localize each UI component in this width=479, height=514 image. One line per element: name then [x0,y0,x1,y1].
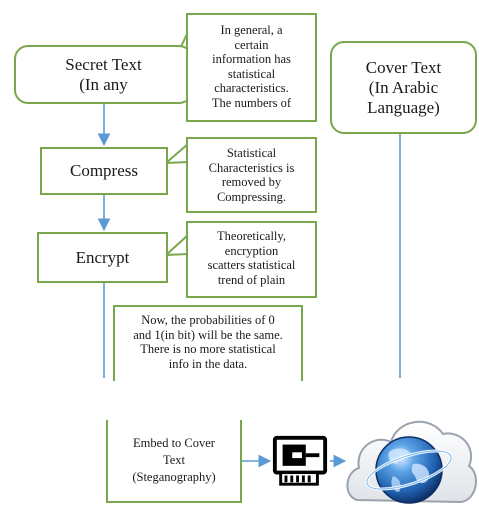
note-encrypt-line-1: Theoretically, [217,229,286,243]
network-card-icon [271,432,329,490]
encrypt-box: Encrypt [37,232,168,283]
note-general-line-4: statistical [227,66,276,81]
note-compress-box: Statistical Characteristics is removed b… [186,137,317,213]
note-probability-line-3: There is no more statistical [140,342,276,356]
note-probability-box: Now, the probabilities of 0 and 1(in bit… [113,305,303,381]
note-compress-line-2: Characteristics is [208,160,295,175]
embed-line-1: Embed to Cover [133,436,215,450]
secret-text-line-1: Secret Text [65,54,142,74]
note-general-line-5: characteristics. [214,81,289,95]
note-encrypt-box: Theoretically, encryption scatters stati… [186,221,317,298]
compress-label: Compress [70,161,138,180]
note-probability-line-1: Now, the probabilities of 0 [141,313,275,327]
embed-line-2: Text [162,453,186,467]
note-compress-line-4: Compressing. [216,189,287,204]
note-general-box: In general, a certain information has st… [186,13,317,122]
note-probability-line-2: and 1(in bit) will be the same. [133,327,283,342]
note-general-line-2: certain [234,37,269,52]
cover-text-line-3: Language) [367,97,440,117]
note-compress-line-3: removed by [221,175,282,189]
cover-text-box: Cover Text (In Arabic Language) [330,41,477,134]
note-probability-line-4: info in the data. [168,356,248,371]
encrypt-label: Encrypt [75,247,130,267]
note-general-line-1: In general, a [220,23,283,37]
note-encrypt-line-3: scatters statistical [207,258,296,272]
embed-box: Embed to Cover Text (Steganography) [106,420,242,503]
cover-text-line-1: Cover Text [365,57,442,77]
note-encrypt-line-2: encryption [224,243,279,258]
secret-text-box: Secret Text (In any [14,45,193,104]
cloud-globe-icon [346,420,477,504]
compress-box: Compress [40,147,168,195]
note-encrypt-line-4: trend of plain [217,272,286,287]
embed-line-3: (Steganography) [132,470,216,484]
cover-text-line-2: (In Arabic [368,77,439,97]
note-general-line-3: information has [212,52,291,66]
secret-text-line-2: (In any [79,74,128,94]
note-general-line-6: The numbers of [211,95,292,110]
note-compress-line-1: Statistical [226,146,277,160]
